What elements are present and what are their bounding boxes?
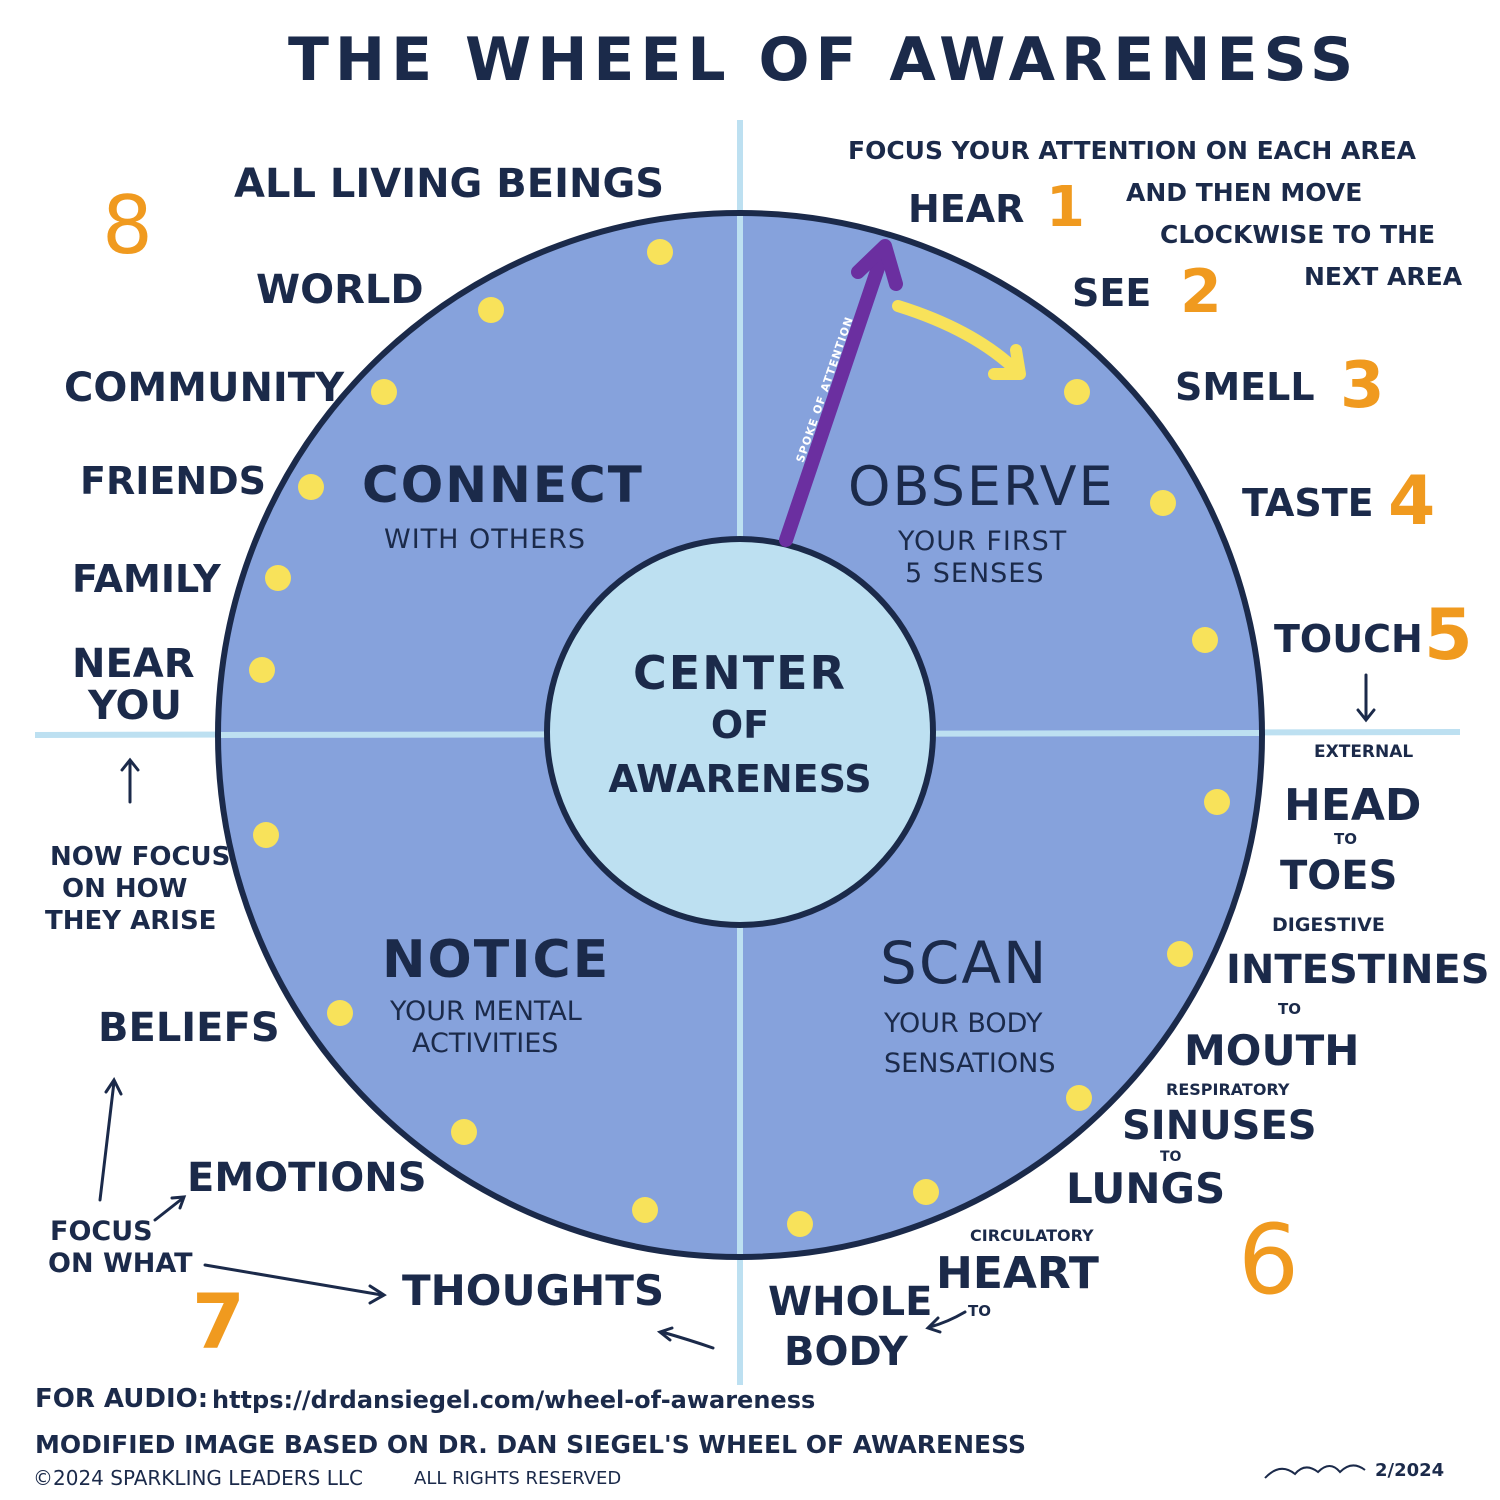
footer-audio-label: FOR AUDIO: (35, 1384, 209, 1414)
center-line-1: CENTER (633, 646, 847, 700)
body-respiratory: RESPIRATORY (1166, 1080, 1290, 1099)
number-8: 8 (102, 179, 153, 272)
body-to-3: TO (1160, 1149, 1182, 1165)
number-1: 1 (1046, 175, 1085, 240)
rim-dots (249, 239, 1230, 1237)
sense-taste: TASTE (1242, 481, 1374, 525)
center-line-2: OF (710, 703, 770, 747)
mind-focus-2: ON WHAT (48, 1248, 193, 1279)
body-digestive: DIGESTIVE (1272, 914, 1385, 936)
number-3: 3 (1340, 349, 1385, 423)
connect-community: COMMUNITY (64, 365, 345, 411)
body-circulatory: CIRCULATORY (970, 1226, 1094, 1245)
clockwise-arrow (892, 300, 1024, 378)
scan-title: SCAN (880, 929, 1049, 997)
footer-date: 2/2024 (1375, 1460, 1445, 1481)
sense-smell: SMELL (1175, 365, 1315, 409)
mind-now-focus-1: NOW FOCUS (50, 842, 231, 872)
body-to-4: TO (968, 1302, 991, 1320)
connect-family: FAMILY (72, 557, 221, 601)
sense-hear: HEAR (908, 187, 1025, 231)
number-5: 5 (1424, 594, 1473, 676)
body-intestines: INTESTINES (1226, 947, 1490, 993)
connect-title: CONNECT (362, 456, 644, 514)
body-to-2: TO (1278, 1000, 1301, 1018)
observe-sub-2: 5 SENSES (905, 558, 1045, 589)
body-whole: WHOLE (768, 1279, 933, 1325)
body-to-1: TO (1334, 830, 1357, 848)
body-mouth: MOUTH (1184, 1026, 1360, 1075)
scan-sub-1: YOUR BODY (884, 1008, 1043, 1039)
body-heart: HEART (936, 1248, 1099, 1299)
instruction-line-1: FOCUS YOUR ATTENTION ON EACH AREA (848, 136, 1417, 165)
connect-sub-1: WITH OTHERS (384, 524, 587, 555)
mind-emotions: EMOTIONS (187, 1155, 427, 1201)
page-title: THE WHEEL OF AWARENESS (288, 25, 1360, 95)
spoke-arrowhead (851, 239, 903, 291)
sense-see: SEE (1072, 271, 1152, 315)
footer-modified: MODIFIED IMAGE BASED ON DR. DAN SIEGEL'S… (35, 1430, 1026, 1459)
footer-audio-url[interactable]: https://drdansiegel.com/wheel-of-awarene… (212, 1386, 816, 1414)
mind-focus-1: FOCUS (50, 1216, 153, 1247)
scan-sub-2: SENSATIONS (884, 1048, 1056, 1079)
mind-thoughts: THOUGHTS (402, 1266, 665, 1315)
mind-now-focus-2: ON HOW (62, 874, 188, 904)
body-lungs: LUNGS (1066, 1164, 1226, 1213)
sense-touch: TOUCH (1274, 617, 1423, 661)
connect-you: YOU (88, 683, 183, 729)
body-sinuses: SINUSES (1122, 1103, 1317, 1149)
mind-beliefs: BELIEFS (98, 1005, 280, 1051)
number-4: 4 (1388, 462, 1436, 541)
number-6: 6 (1238, 1204, 1300, 1316)
body-body: BODY (784, 1329, 908, 1375)
body-toes: TOES (1280, 853, 1398, 899)
clockwise-arrowhead (988, 344, 1026, 380)
mind-now-focus-3: THEY ARISE (45, 906, 217, 936)
number-2: 2 (1180, 257, 1222, 327)
notice-sub-2: ACTIVITIES (412, 1028, 559, 1059)
instruction-line-4: NEXT AREA (1304, 262, 1463, 291)
instruction-line-3: CLOCKWISE TO THE (1160, 220, 1436, 249)
footer-rights: ALL RIGHTS RESERVED (414, 1468, 622, 1489)
observe-title: OBSERVE (848, 455, 1115, 518)
connect-world: WORLD (256, 267, 424, 313)
spoke-of-attention (779, 255, 887, 547)
hub (544, 536, 936, 928)
ink-arrows (98, 673, 1376, 1350)
notice-sub-1: YOUR MENTAL (390, 996, 582, 1027)
notice-title: NOTICE (382, 930, 611, 990)
body-head: HEAD (1284, 780, 1422, 831)
signature (1264, 1464, 1366, 1479)
number-7: 7 (192, 1277, 245, 1366)
body-external: EXTERNAL (1314, 742, 1414, 762)
footer-copyright: ©2024 SPARKLING LEADERS LLC (33, 1466, 363, 1490)
connect-friends: FRIENDS (80, 459, 267, 503)
connect-all-living-beings: ALL LIVING BEINGS (234, 161, 665, 207)
connect-near: NEAR (72, 641, 195, 687)
observe-sub-1: YOUR FIRST (898, 526, 1068, 557)
center-line-3: AWARENESS (608, 757, 872, 801)
instruction-line-2: AND THEN MOVE (1126, 178, 1363, 207)
